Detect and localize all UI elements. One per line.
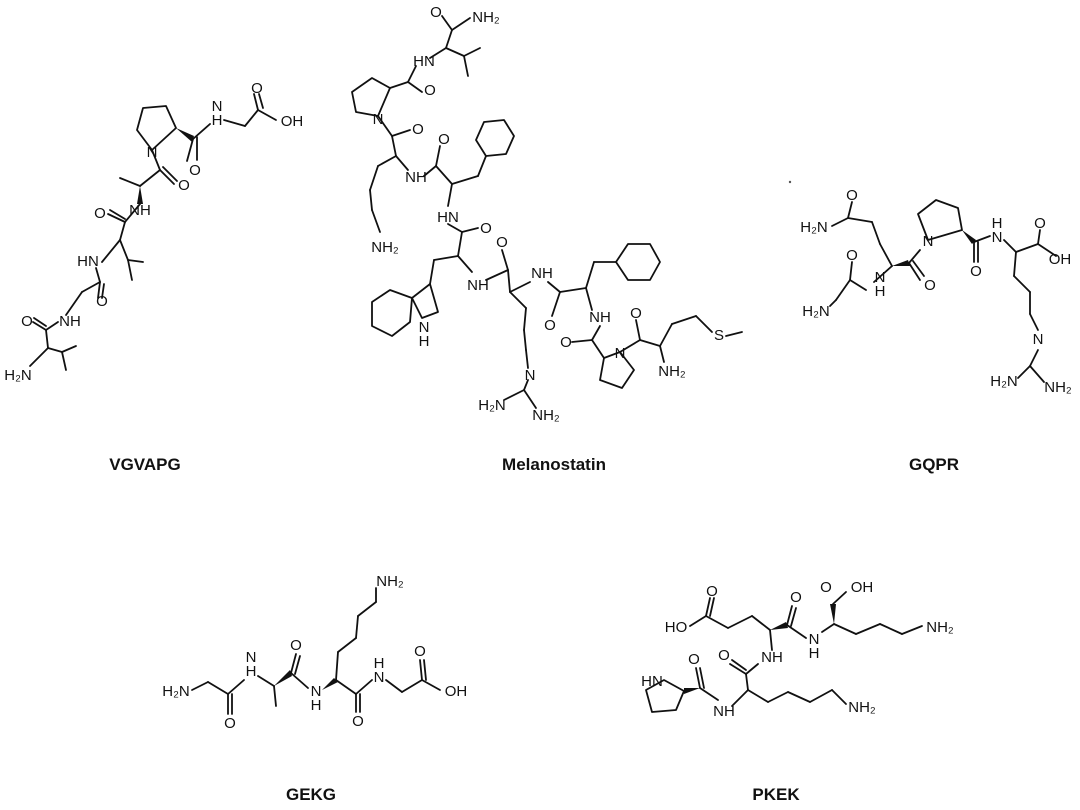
atom-o: O [706,583,718,600]
atom-o: O [352,713,364,730]
atom-h2n: H₂N [4,367,32,384]
atom-h2n: H₂N [478,397,506,414]
atom-o: O [224,715,236,732]
atom-nh: H [875,283,886,300]
atom-o: O [560,334,572,351]
atom-nh: NH [129,202,151,219]
atom-o: O [189,162,201,179]
atom-oh: OH [445,683,468,700]
atom-nh: NH [59,313,81,330]
atom-hn: HN [413,53,435,70]
atom-h: H [809,645,820,662]
atom-hn-h: H [992,215,1003,232]
atom-h: H [419,333,430,350]
atom-h: H [311,697,322,714]
atom-oh: OH [281,113,304,130]
atom-o: O [430,4,442,21]
atom-n: N [923,233,934,250]
atom-o: O [688,651,700,668]
atom-nh: NH [761,649,783,666]
caption-pkek: PKEK [752,785,800,804]
atom-o: O [480,220,492,237]
caption-melanostatin: Melanostatin [502,455,606,474]
atom-nh: NH [531,265,553,282]
atom-nh2: NH₂ [371,239,399,256]
caption-gqpr: GQPR [909,455,959,474]
atom-n: N [525,367,536,384]
structure-vgvapg: N H N O OH O O NH O HN O NH O H₂N VGVAPG [4,80,303,474]
atom-o: O [496,234,508,251]
atom-o: O [718,647,730,664]
atom-hn-n: N [246,649,257,666]
atom-o: O [790,589,802,606]
atom-nh-n: N [374,669,385,686]
atom-hn: HN [77,253,99,270]
atom-h2n: H₂N [990,373,1018,390]
atom-o: O [94,205,106,222]
atom-nh2: NH₂ [472,9,500,26]
atom-ho: HO [665,619,688,636]
atom-oh: OH [851,579,874,596]
atom-h2n: H₂N [800,219,828,236]
atom-nh-n: N [212,98,223,115]
atom-o: O [438,131,450,148]
atom-o: O [630,305,642,322]
atom-nh2: NH₂ [926,619,954,636]
atom-n: N [809,631,820,648]
atom-nh2: NH₂ [658,363,686,380]
atom-o: O [424,82,436,99]
atom-s: S [714,327,724,344]
atom-hn: HN [437,209,459,226]
atom-nh2: NH₂ [1044,379,1072,396]
atom-o: O [412,121,424,138]
atom-n: N [373,111,384,128]
atom-nh: H [374,655,385,672]
structure-melanostatin: O NH₂ HN O N O NH O NH₂ HN O NH N H O NH… [351,4,743,474]
atom-nh: NH [405,169,427,186]
atom-o: O [96,293,108,310]
atom-hn: N [992,229,1003,246]
atom-o: O [846,187,858,204]
structure-pkek: HO O O O OH N H NH₂ NH O NH O HN NH₂ PKE… [641,579,954,804]
caption-gekg: GEKG [286,785,336,804]
atom-o: O [414,643,426,660]
atom-hn: NH [713,703,735,720]
atom-n: N [615,345,626,362]
atom-nh2: NH₂ [848,699,876,716]
atom-n: N [147,144,158,161]
atom-h2n: H₂N [802,303,830,320]
atom-nh2: NH₂ [376,573,404,590]
atom-o: O [544,317,556,334]
atom-n: N [419,319,430,336]
atom-nh2: NH₂ [532,407,560,424]
atom-o: O [178,177,190,194]
atom-nh: H [212,112,223,129]
atom-o: O [21,313,33,330]
atom-o: O [820,579,832,596]
atom-h2n: H₂N [162,683,190,700]
atom-nh: NH [467,277,489,294]
atom-o: O [290,637,302,654]
atom-nh: NH [589,309,611,326]
atom-n: N [311,683,322,700]
caption-vgvapg: VGVAPG [109,455,180,474]
atom-nh-n: N [875,269,886,286]
structure-gqpr: O H₂N N O O O H N H₂N N H O OH N H₂N NH₂… [788,180,1072,474]
atom-hn: HN [641,673,663,690]
structure-gekg: H₂N H N O O N H NH₂ O N H O OH GEKG [162,573,467,804]
atom-o: O [1034,215,1046,232]
atom-o: O [846,247,858,264]
atom-n: N [1033,331,1044,348]
atom-o: O [970,263,982,280]
atom-oh: OH [1049,251,1072,268]
atom-o: O [924,277,936,294]
atom-hn: H [246,663,257,680]
atom-o: O [251,80,263,97]
